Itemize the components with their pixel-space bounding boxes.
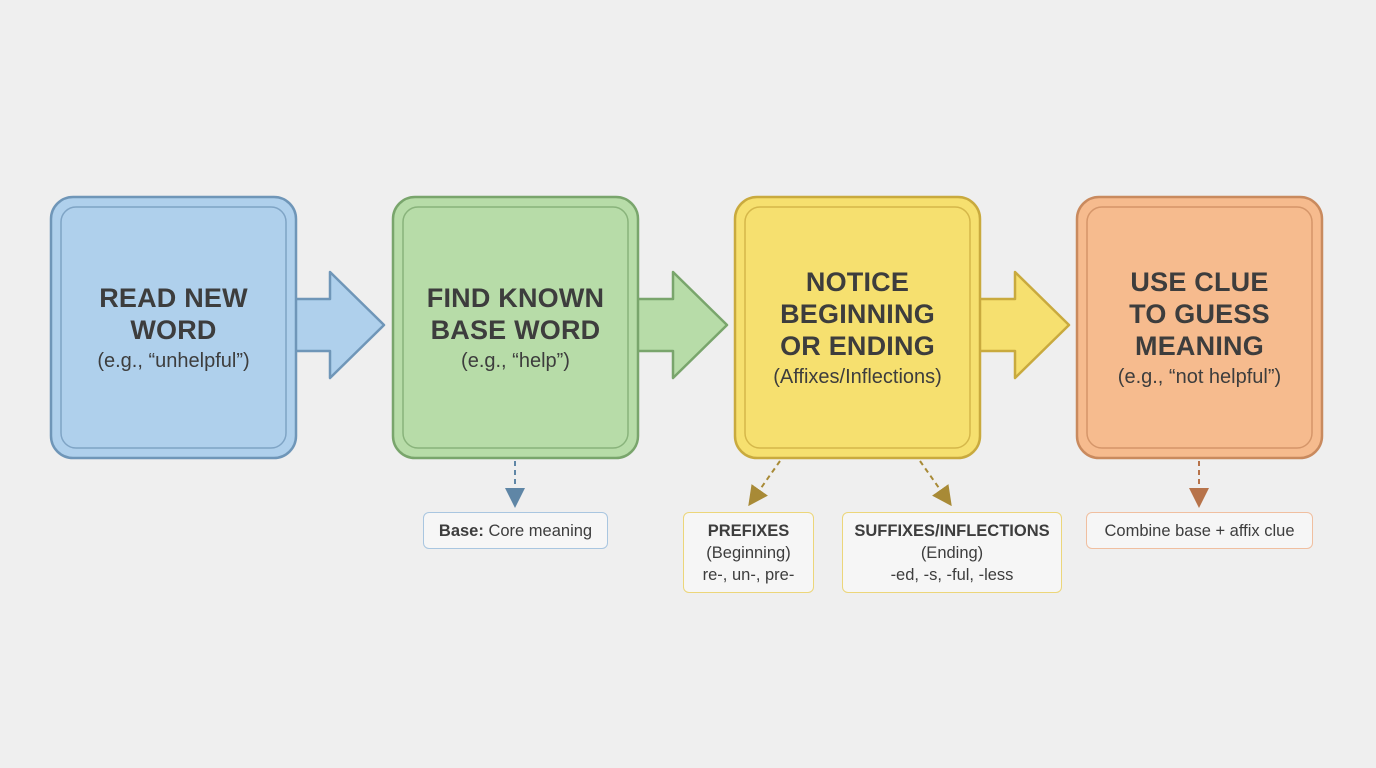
note-base: Base: Core meaning <box>423 512 608 549</box>
note-base-bold: Base: <box>438 521 484 540</box>
note-suffixes-heading: SUFFIXES/INFLECTIONS <box>854 521 1050 540</box>
note-suffixes-line2: -ed, -s, -ful, -less <box>890 565 1014 584</box>
note-suffixes: SUFFIXES/INFLECTIONS (Ending) -ed, -s, -… <box>842 512 1062 593</box>
step-box-4 <box>1075 195 1324 460</box>
step-1-subtitle: (e.g., “unhelpful”) <box>97 349 250 372</box>
step-2-text: FIND KNOWN BASE WORD (e.g., “help”) <box>403 207 628 448</box>
step-box-1 <box>49 195 298 460</box>
step-4-subtitle: (e.g., “not helpful”) <box>1117 365 1282 388</box>
note-combine-text: Combine base + affix clue <box>1104 521 1295 540</box>
step-1-text: READ NEW WORD (e.g., “unhelpful”) <box>61 207 286 448</box>
step-box-2 <box>391 195 640 460</box>
step-box-3 <box>733 195 982 460</box>
step-3-text: NOTICE BEGINNING OR ENDING (Affixes/Infl… <box>745 207 970 448</box>
note-prefixes-line2: re-, un-, pre- <box>702 565 795 584</box>
connector-prefixes <box>748 460 781 507</box>
note-combine: Combine base + affix clue <box>1086 512 1313 549</box>
flow-arrow-2 <box>632 270 729 380</box>
step-3-subtitle: (Affixes/Inflections) <box>773 365 942 388</box>
note-prefixes: PREFIXES (Beginning) re-, un-, pre- <box>683 512 814 593</box>
note-base-line: Base: Core meaning <box>439 520 592 542</box>
flow-arrow-3 <box>974 270 1071 380</box>
step-1-title: READ NEW WORD <box>99 282 248 345</box>
connector-suffixes <box>919 460 952 507</box>
step-4-text: USE CLUE TO GUESS MEANING (e.g., “not he… <box>1087 207 1312 448</box>
note-suffixes-line1: (Ending) <box>920 543 984 562</box>
step-2-subtitle: (e.g., “help”) <box>461 349 570 372</box>
flow-arrow-1 <box>290 270 386 380</box>
note-base-text: Core meaning <box>483 521 593 540</box>
step-2-title: FIND KNOWN BASE WORD <box>426 282 605 345</box>
note-prefixes-line1: (Beginning) <box>706 543 791 562</box>
step-3-title: NOTICE BEGINNING OR ENDING <box>780 266 935 361</box>
step-4-title: USE CLUE TO GUESS MEANING <box>1129 266 1270 361</box>
note-prefixes-heading: PREFIXES <box>707 521 790 540</box>
